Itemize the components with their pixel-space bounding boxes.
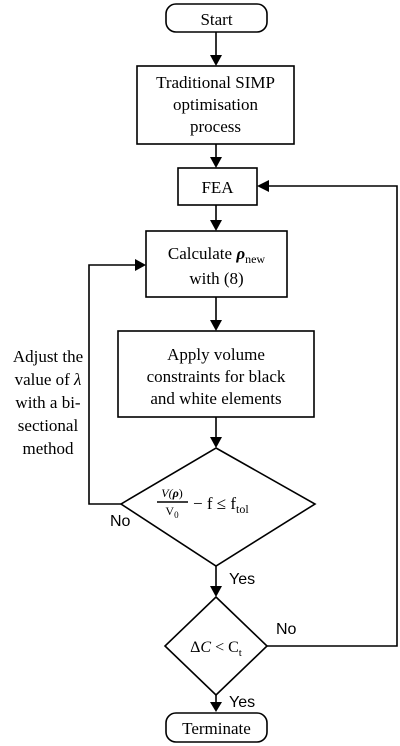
start-label: Start [200,10,232,29]
fea-node: FEA [177,167,258,206]
arrowhead-start-to-simp [210,55,222,66]
compliance-check-decision: ΔC < Ct [163,595,269,697]
rho-subscript: new [245,252,265,266]
note-line-3: with a bi- [15,393,80,412]
fea-label: FEA [201,178,234,197]
compliance-variable: C [200,639,211,656]
volume-func: V( [161,486,173,500]
arrowhead-volume-no-loop [135,259,146,271]
simp-line-3: process [190,117,241,136]
arrowhead-simp-to-fea [210,157,222,168]
simp-line-1: Traditional SIMP [156,73,275,92]
calculate-box [145,230,288,298]
terminate-label: Terminate [182,719,251,738]
volume-fraction-denominator: V0 [165,504,179,520]
lambda-symbol: λ [73,370,81,389]
volume-no-label: No [110,513,131,530]
volume-condition: − f ≤ ftol [193,494,249,516]
arrowhead-calculate-to-apply [210,320,222,331]
simp-box [136,65,295,145]
calculate-line-2: with (8) [189,269,243,288]
compliance-no-label: No [276,621,297,638]
start-node: Start [165,3,268,33]
compliance-operator: < [211,639,228,656]
arrowhead-volume-yes [210,586,222,597]
volume-tol-subscript: tol [236,502,249,516]
compliance-threshold-subscript: t [239,647,242,659]
volume-v0: V [165,504,174,518]
arrowhead-fea-to-calculate [210,220,222,231]
rho-symbol: ρ [235,244,245,263]
terminate-box [165,712,268,743]
apply-line-3: and white elements [150,389,281,408]
arrowhead-apply-to-volume-check [210,437,222,448]
fea-box [177,167,258,206]
edge-compliance-no-loop [267,185,398,647]
terminate-node: Terminate [165,712,268,743]
arrowhead-compliance-yes [210,702,222,712]
volume-condition-text: − f ≤ f [193,494,236,513]
volume-fraction-numerator: V(ρ) [161,486,183,500]
simp-process-node: Traditional SIMP optimisation process [136,65,295,145]
note-line-2: value of λ [15,370,82,389]
volume-v0-subscript: 0 [174,510,179,520]
apply-line-2: constraints for black [147,367,286,386]
compliance-threshold: C [228,639,239,656]
volume-check-decision: V(ρ) V0 − f ≤ ftol [119,447,317,567]
compliance-condition: ΔC < Ct [190,639,242,659]
compliance-delta: Δ [190,639,200,656]
calculate-text: Calculate [168,244,236,263]
apply-line-1: Apply volume [167,345,265,364]
simp-line-2: optimisation [173,95,259,114]
arrowhead-compliance-no-loop [257,180,269,192]
note-line-2-text: value of [15,370,74,389]
compliance-yes-label: Yes [229,694,255,711]
calculate-line-1: Calculate ρnew [168,244,266,266]
calculate-node: Calculate ρnew with (8) [145,230,288,298]
note-line-1: Adjust the [13,347,83,366]
apply-box [117,330,315,418]
lambda-adjust-note: Adjust the value of λ with a bi- section… [13,347,83,458]
volume-func-close: ) [179,486,183,500]
apply-constraints-node: Apply volume constraints for black and w… [117,330,315,418]
note-line-4: sectional [18,416,79,435]
volume-yes-label: Yes [229,571,255,588]
note-line-5: method [23,439,74,458]
volume-rho: ρ [172,486,179,500]
edge-volume-no-loop [88,264,136,505]
